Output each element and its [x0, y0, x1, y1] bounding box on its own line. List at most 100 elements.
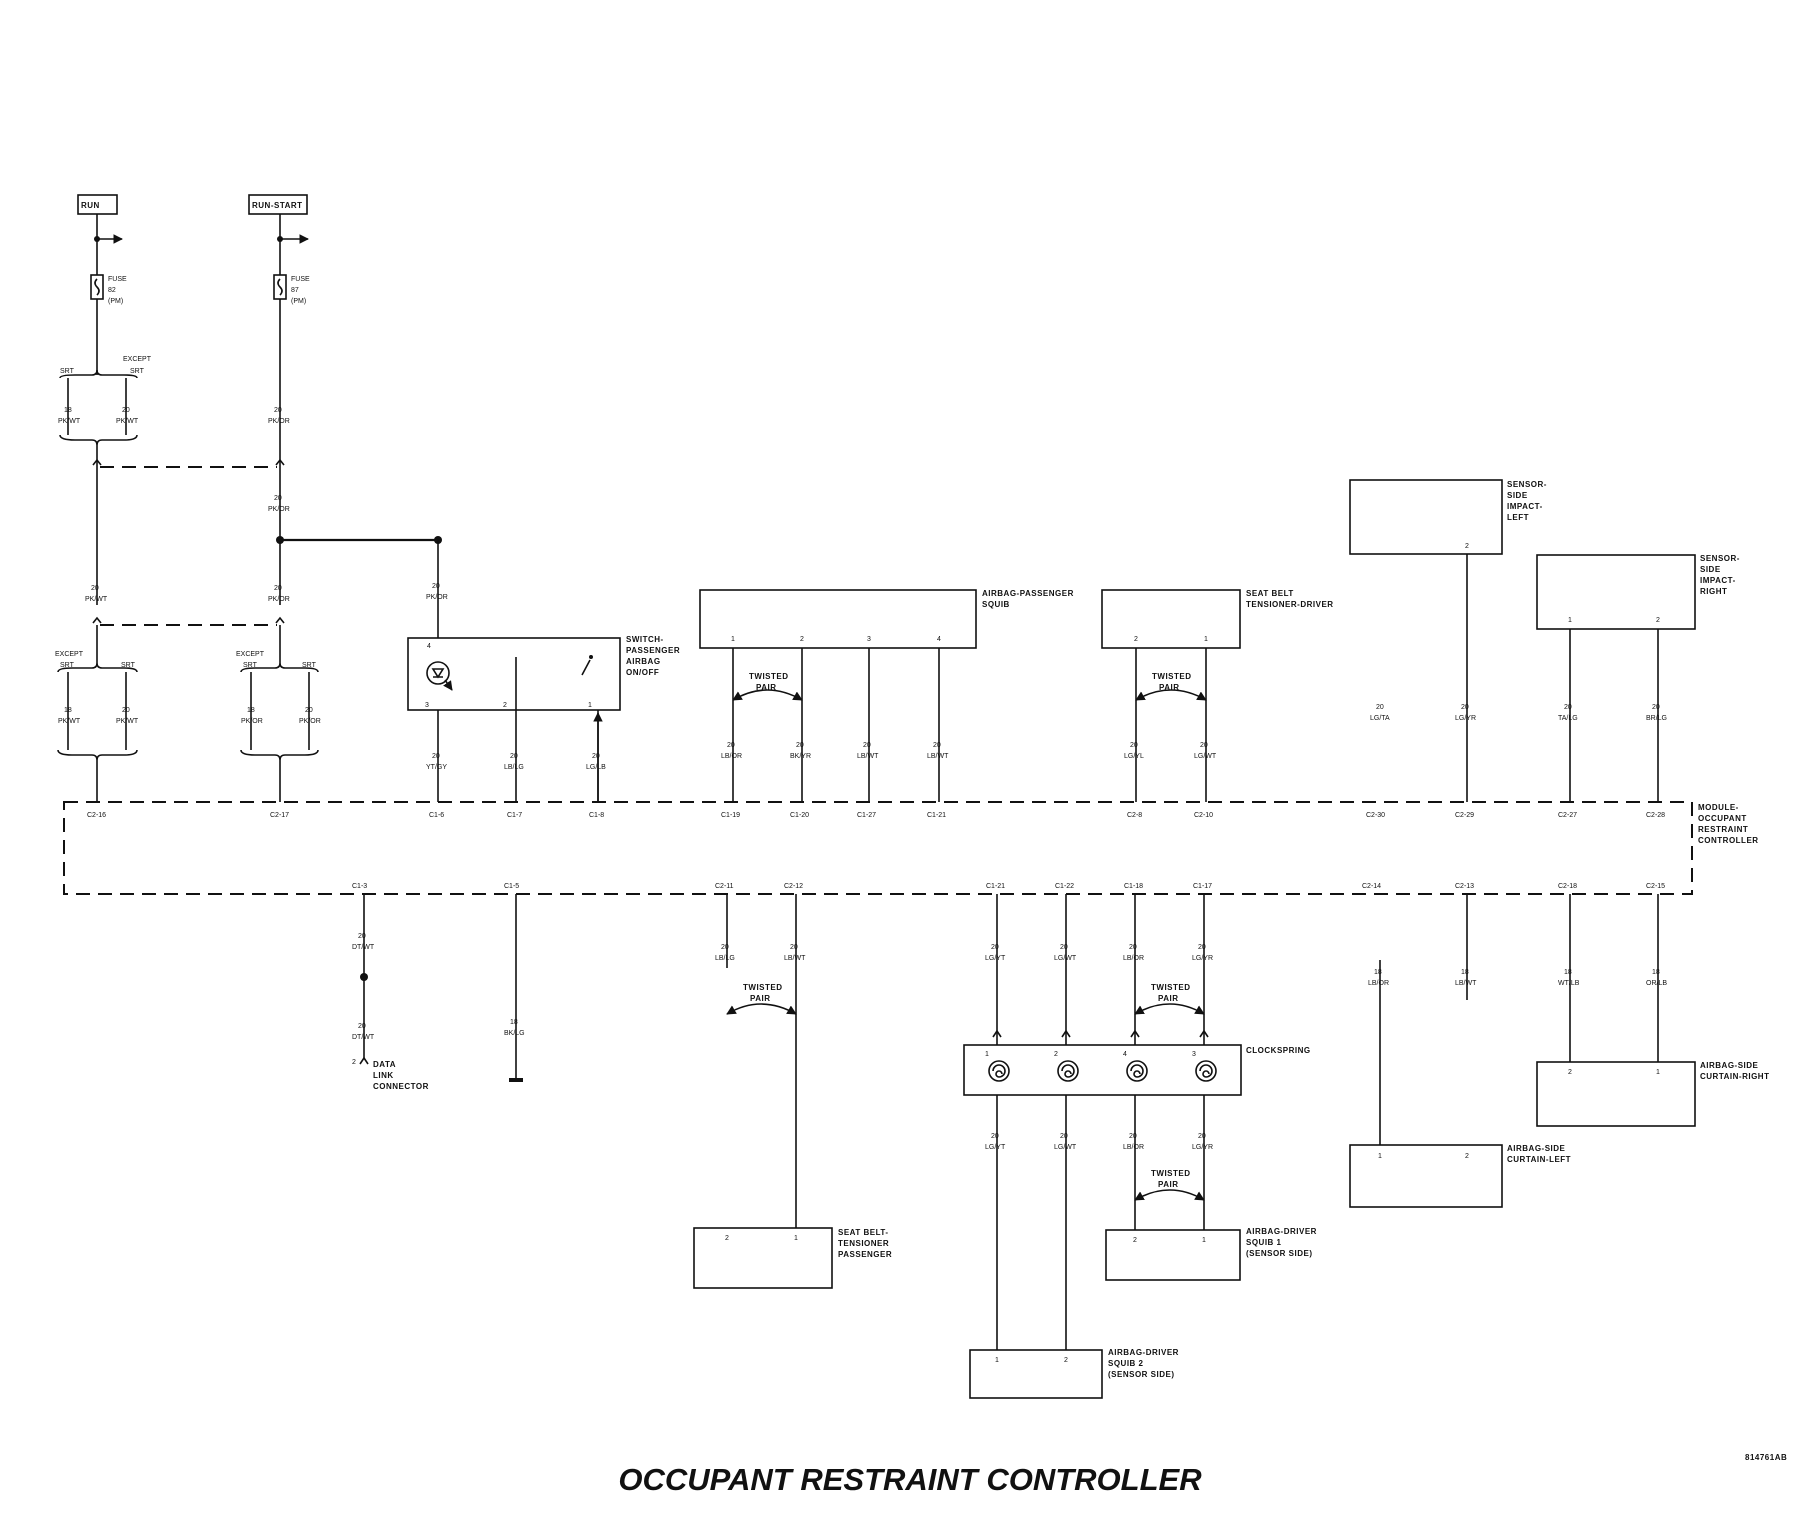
opt-except-l2: EXCEPT — [55, 651, 84, 658]
svg-text:C2-13: C2-13 — [1455, 883, 1474, 890]
airbag-side-curtain-left — [1349, 1144, 1503, 1208]
run-start-label: RUN-START — [252, 201, 303, 210]
cl-pin-1: 1 — [1378, 1153, 1382, 1160]
sr-pin-1: 1 — [1568, 617, 1572, 624]
svg-text:C2-12: C2-12 — [784, 883, 803, 890]
svg-text:C2-16: C2-16 — [87, 812, 106, 819]
opt-srt-l2b: SRT — [121, 662, 136, 669]
module-bottom-pins: C1-3 C1-5 C2-11 C2-12 C1-21 C1-22 C1-18 … — [352, 883, 1665, 890]
svg-text:C1-19: C1-19 — [721, 812, 740, 819]
sw-pin-3: 3 — [425, 702, 429, 709]
ds1-pin-1: 1 — [1202, 1237, 1206, 1244]
clockspring-coil-icons — [988, 1060, 1217, 1082]
svg-text:C1-17: C1-17 — [1193, 883, 1212, 890]
run-start-power-box — [248, 194, 308, 215]
clockspring-label: CLOCKSPRING — [1246, 1046, 1311, 1055]
svg-text:C2-28: C2-28 — [1646, 812, 1665, 819]
seat-belt-tensioner-passenger — [693, 1227, 833, 1289]
svg-text:C1-27: C1-27 — [857, 812, 876, 819]
opt-except-l1: EXCEPT — [123, 356, 152, 363]
switch-passenger-airbag — [407, 637, 621, 711]
figure-id: 814761AB — [1745, 1453, 1787, 1462]
svg-text:C1-7: C1-7 — [507, 812, 522, 819]
dlc-connector-icon — [359, 1056, 369, 1065]
svg-text:C2-27: C2-27 — [1558, 812, 1577, 819]
svg-text:C1-22: C1-22 — [1055, 883, 1074, 890]
svg-text:C2-29: C2-29 — [1455, 812, 1474, 819]
sbtp-pin-2: 2 — [725, 1235, 729, 1242]
airbag-driver-squib-2 — [969, 1349, 1103, 1399]
opt-srt-l1b: SRT — [130, 368, 145, 375]
svg-text:C1-5: C1-5 — [504, 883, 519, 890]
svg-text:C2-11: C2-11 — [715, 883, 734, 890]
ap-pin-3: 3 — [867, 636, 871, 643]
cl-pin-2: 2 — [1465, 1153, 1469, 1160]
module-top-pins: C2-16 C2-17 C1-6 C1-7 C1-8 C1-19 C1-20 C… — [87, 812, 1665, 819]
svg-text:C2-8: C2-8 — [1127, 812, 1142, 819]
sbtp-pin-1: 1 — [794, 1235, 798, 1242]
switch-indicator-icon — [426, 661, 450, 685]
airbag-side-curtain-right — [1536, 1061, 1696, 1127]
svg-text:C1-3: C1-3 — [352, 883, 367, 890]
ds1-pin-2: 2 — [1133, 1237, 1137, 1244]
cs-pin-3: 3 — [1192, 1051, 1196, 1058]
sbtd-pin-1: 1 — [1204, 636, 1208, 643]
clockspring-box — [963, 1044, 1242, 1096]
svg-text:C2-30: C2-30 — [1366, 812, 1385, 819]
cs-pin-4: 4 — [1123, 1051, 1127, 1058]
switch-contact-icon — [581, 659, 591, 676]
sw-pin-4: 4 — [427, 643, 431, 650]
sw-pin-2: 2 — [503, 702, 507, 709]
airbag-driver-squib-1 — [1105, 1229, 1241, 1281]
ds2-pin-2: 2 — [1064, 1357, 1068, 1364]
svg-text:C1-21: C1-21 — [927, 812, 946, 819]
opt-srt-l2: SRT — [60, 662, 75, 669]
